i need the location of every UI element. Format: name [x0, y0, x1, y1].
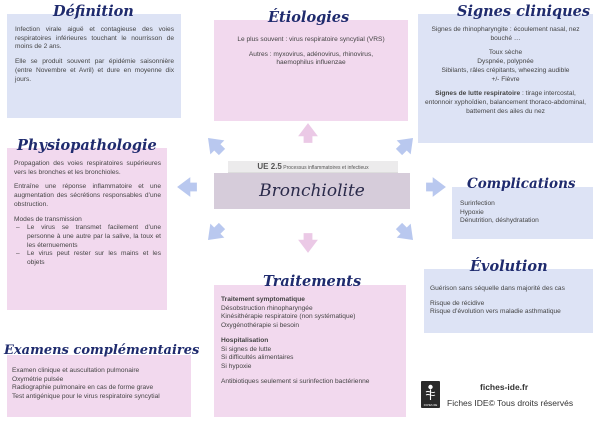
evolution-text-2: Risque de récidive — [430, 299, 485, 307]
signes-item-2: Dyspnée, polypnée — [477, 58, 534, 66]
signes-lutte: Signes de lutte respiratoire : tirage in… — [423, 90, 588, 116]
signes-item-1: Toux sèche — [488, 49, 523, 57]
definition-box: Infection virale aiguë et contagieuse de… — [7, 14, 181, 118]
arrow-right-icon — [425, 176, 447, 198]
logo-icon — [425, 384, 436, 400]
signes-box: Signes de rhinopharyngite : écoulement n… — [418, 14, 593, 143]
physio-text-2: Entraîne une réponse inflammatoire et un… — [14, 183, 161, 208]
signes-text-1: Signes de rhinopharyngite : écoulement n… — [431, 26, 580, 42]
traitements-sympt-title: Traitement symptomatique — [221, 296, 305, 303]
physio-box: Propagation des voies respiratoires supé… — [7, 148, 167, 310]
traitements-sympt-2: Kinésithérapie respiratoire (non systéma… — [221, 313, 356, 321]
signes-title: Signes cliniques — [457, 3, 591, 20]
evolution-box: Guérison sans séquelle dans majorité des… — [424, 269, 593, 333]
complications-title: Complications — [467, 176, 576, 192]
definition-text-2: Elle se produit souvent par épidémie sai… — [15, 58, 174, 83]
center-banner: UE 2.5 Processus inflammatoires et infec… — [228, 161, 398, 173]
traitements-hosp-1: Si signes de lutte — [221, 345, 272, 353]
definition-title: Définition — [53, 3, 134, 20]
arrow-up-icon — [297, 122, 319, 144]
complications-item-1: Surinfection — [460, 200, 495, 207]
arrow-down-icon — [297, 232, 319, 254]
etiologies-text-2: Autres : myxovirus, adénovirus, rhinovir… — [248, 50, 374, 67]
arrow-up-right-icon — [395, 134, 417, 156]
page-title: Bronchiolite — [259, 181, 365, 201]
complications-item-3: Dénutrition, déshydratation — [460, 217, 539, 225]
examens-item-4: Test antigénique pour le virus respirato… — [12, 393, 160, 401]
traitements-atb: Antibiotiques seulement si surinfection … — [221, 377, 370, 385]
etiologies-box: Le plus souvent : virus respiratoire syn… — [214, 20, 408, 121]
signes-lutte-text: : tirage intercostal, entonnoir xyphoïdi… — [425, 90, 586, 115]
logo: FICHES IDE — [421, 381, 440, 408]
signes-lutte-label: Signes de lutte respiratoire — [435, 90, 521, 98]
evolution-text-1: Guérison sans séquelle dans majorité des… — [430, 285, 565, 292]
signes-item-4: +/- Fièvre — [491, 75, 520, 83]
etiologies-title: Étiologies — [268, 9, 350, 26]
footer-rights: Fiches IDE© Tous droits réservés — [447, 398, 574, 408]
physio-text-1: Propagation des voies respiratoires supé… — [14, 160, 161, 176]
traitements-sympt-1: Désobstruction rhinopharyngée — [221, 304, 313, 312]
examens-item-2: Oxymétrie pulsée — [12, 375, 64, 383]
traitements-hosp-3: Si hypoxie — [221, 362, 252, 370]
arrow-down-right-icon — [395, 222, 417, 244]
center-title-box: Bronchiolite — [214, 173, 410, 209]
evolution-text-3: Risque d’évolution vers maladie asthmati… — [430, 308, 561, 316]
arrow-up-left-icon — [204, 134, 226, 156]
evolution-title: Évolution — [470, 258, 548, 275]
examens-box: Examen clinique et auscultation pulmonai… — [7, 355, 191, 417]
physio-title: Physiopathologie — [17, 137, 157, 154]
traitements-hosp-2: Si difficultés alimentaires — [221, 354, 294, 362]
examens-item-1: Examen clinique et auscultation pulmonai… — [12, 367, 140, 374]
examens-item-3: Radiographie pulmonaire en cas de forme … — [12, 384, 154, 392]
list-item: Le virus peut rester sur les mains et le… — [14, 250, 161, 267]
etiologies-text-1: Le plus souvent : virus respiratoire syn… — [237, 36, 385, 43]
definition-text-1: Infection virale aiguë et contagieuse de… — [15, 26, 174, 51]
complications-box: Surinfection Hypoxie Dénutrition, déshyd… — [452, 187, 593, 239]
footer-site: fiches-ide.fr — [480, 382, 529, 392]
arrow-down-left-icon — [204, 222, 226, 244]
traitements-box: Traitement symptomatique Désobstruction … — [214, 285, 406, 417]
arrow-left-icon — [176, 176, 198, 198]
logo-text: FICHES IDE — [423, 404, 438, 407]
physio-modes-list: Le virus se transmet facilement d’une pe… — [14, 224, 161, 268]
traitements-hosp-title: Hospitalisation — [221, 336, 269, 344]
list-item: Le virus se transmet facilement d’une pe… — [14, 224, 161, 250]
ue-code: UE 2.5 — [257, 162, 282, 171]
traitements-sympt-3: Oxygénothérapie si besoin — [221, 322, 300, 330]
physio-modes-title: Modes de transmission — [14, 215, 82, 223]
signes-item-3: Sibilants, râles crépitants, wheezing au… — [441, 66, 570, 74]
examens-title: Examens complémentaires — [4, 343, 200, 358]
complications-item-2: Hypoxie — [460, 208, 484, 216]
ue-subtitle: Processus inflammatoires et infectieux — [283, 165, 369, 171]
traitements-title: Traitements — [263, 273, 362, 290]
